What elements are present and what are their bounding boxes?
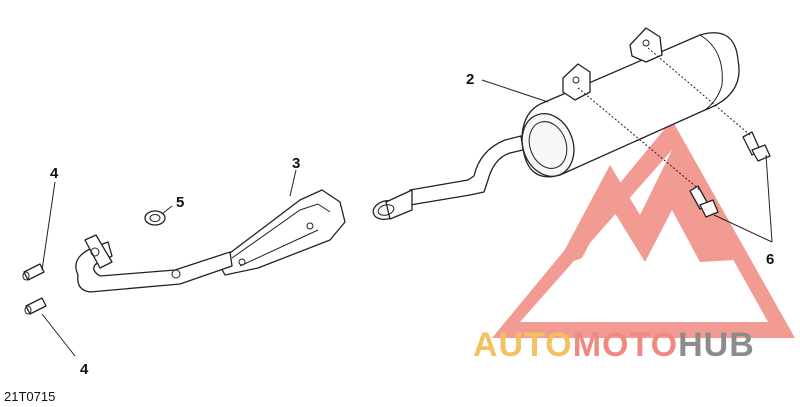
leader-lines (41, 47, 773, 357)
callout-3: 3 (292, 155, 300, 172)
gasket (144, 210, 166, 226)
watermark-hub: HUB (678, 326, 755, 364)
heat-shield (217, 189, 346, 276)
muffler (521, 27, 740, 178)
callout-4-upper: 4 (50, 165, 59, 182)
callout-4-lower: 4 (80, 361, 89, 378)
watermark-auto: AUTO (473, 326, 573, 364)
stud-lower (24, 297, 47, 315)
header-pipe (75, 234, 233, 293)
watermark-moto: MOTO (573, 326, 678, 364)
watermark-text: AUTOMOTOHUB (473, 326, 755, 364)
bolt-lower (689, 185, 719, 218)
watermark-logo (492, 120, 795, 338)
callout-5: 5 (176, 194, 184, 211)
callout-2: 2 (466, 71, 474, 88)
stud-upper (22, 263, 45, 281)
callout-6: 6 (766, 251, 774, 268)
figure-code: 21T0715 (4, 389, 55, 404)
bolt-upper (742, 131, 771, 162)
mid-pipe (372, 135, 524, 220)
